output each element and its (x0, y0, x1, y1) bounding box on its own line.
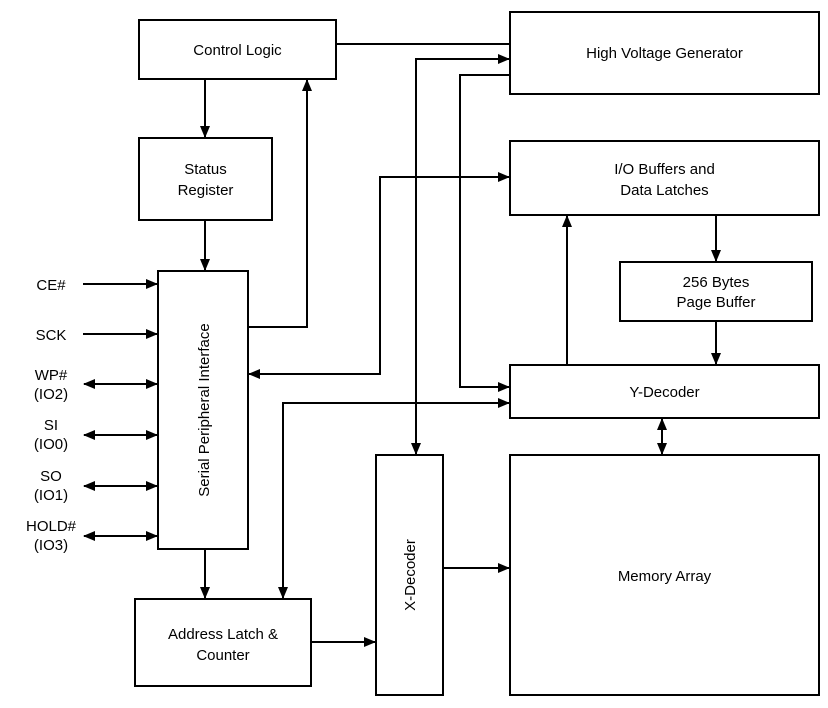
y-decoder-label: Y-Decoder (629, 384, 699, 401)
internal-connections (200, 43, 721, 647)
memory-array-block: Memory Array (509, 454, 820, 696)
spi-io-buffers-bus (248, 172, 510, 379)
address-to-y-decoder-arrow (278, 398, 510, 599)
control-to-x-decoder-arrow (411, 54, 510, 455)
pin-so-label-line1: SO (40, 468, 62, 485)
spi-label: Serial Peripheral Interface (196, 323, 213, 496)
pin-si-label-line1: SI (44, 417, 58, 434)
high-voltage-generator-label: High Voltage Generator (586, 45, 743, 62)
page-buffer-label-line1: 256 Bytes (683, 274, 750, 291)
page-buffer-block: 256 Bytes Page Buffer (619, 261, 813, 322)
page-buffer-label-line2: Page Buffer (677, 294, 756, 311)
pin-so-label-line2: (IO1) (34, 487, 68, 504)
spi-block: Serial Peripheral Interface (157, 270, 249, 550)
address-latch-label-line1: Address Latch & (168, 626, 278, 643)
status-register-label-line2: Register (178, 182, 234, 199)
pin-hold-label-line2: (IO3) (34, 537, 68, 554)
pin-connections (83, 279, 158, 541)
memory-array-label: Memory Array (618, 568, 712, 585)
pin-si-label-line2: (IO0) (34, 436, 68, 453)
pin-hold-label-line1: HOLD# (26, 518, 77, 535)
io-buffers-label-line1: I/O Buffers and (614, 161, 715, 178)
pin-wp-label-line1: WP# (35, 367, 68, 384)
control-logic-block: Control Logic (138, 19, 337, 80)
io-buffers-block: I/O Buffers and Data Latches (509, 140, 820, 216)
pin-wp-label-line2: (IO2) (34, 386, 68, 403)
pin-labels: CE# SCK WP# (IO2) SI (IO0) SO (IO1) HOLD… (26, 277, 77, 554)
pin-ce-label: CE# (36, 277, 66, 294)
status-register-block: Status Register (138, 137, 273, 221)
address-latch-block: Address Latch & Counter (134, 598, 312, 687)
control-to-y-decoder-arrow (459, 74, 510, 392)
control-logic-label: Control Logic (193, 42, 282, 59)
address-latch-label-line2: Counter (196, 647, 249, 664)
pin-sck-label: SCK (36, 327, 67, 344)
y-decoder-block: Y-Decoder (509, 364, 820, 419)
x-decoder-label: X-Decoder (402, 539, 419, 611)
io-buffers-label-line2: Data Latches (620, 182, 708, 199)
high-voltage-generator-block: High Voltage Generator (509, 11, 820, 95)
x-decoder-block: X-Decoder (375, 454, 444, 696)
status-register-label-line1: Status (184, 161, 227, 178)
